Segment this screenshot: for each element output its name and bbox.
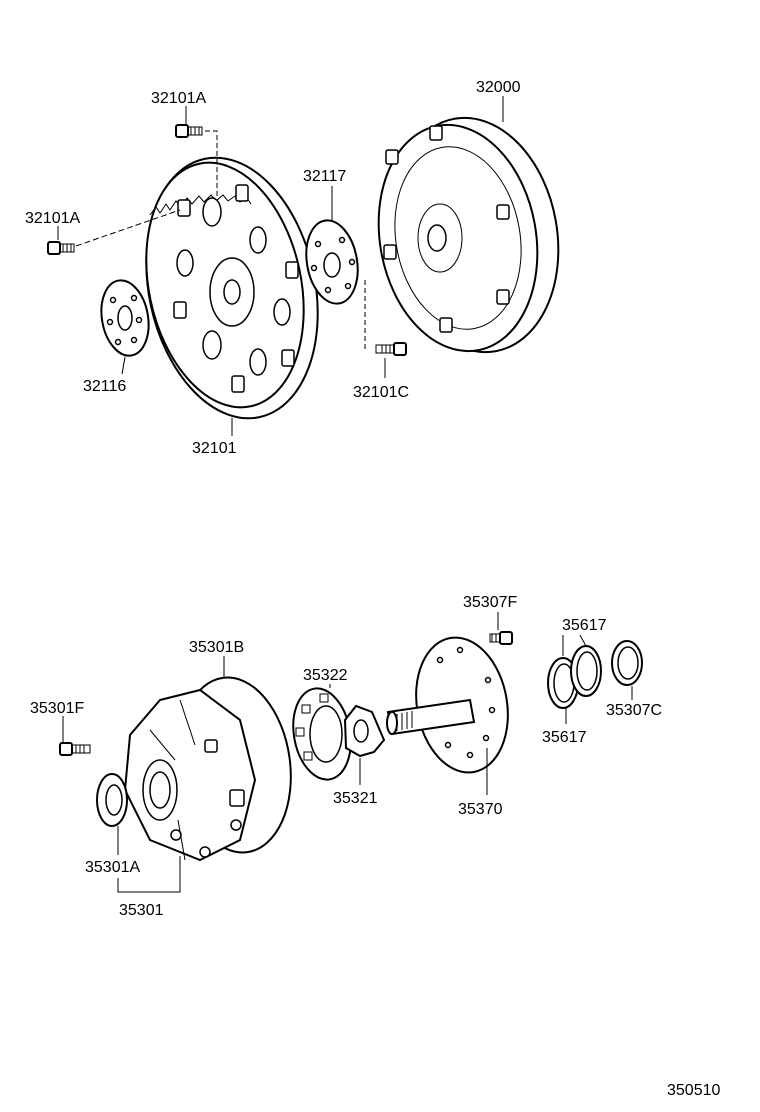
- oil-seal-35301A: [96, 773, 128, 827]
- label-32101A-top: 32101A: [151, 90, 206, 107]
- bolt-32101A-top: [175, 124, 203, 138]
- dashed-32101A-top: [205, 130, 218, 196]
- label-35307C: 35307C: [606, 702, 662, 719]
- torque-converter-32000: [377, 116, 560, 354]
- label-32000: 32000: [476, 79, 521, 96]
- bolt-32101A-left: [47, 241, 75, 255]
- label-35617-top: 35617: [562, 617, 607, 634]
- label-32117: 32117: [303, 168, 346, 185]
- label-35301: 35301: [119, 902, 164, 919]
- leader-35617-top: [562, 634, 587, 656]
- label-35322: 35322: [303, 667, 348, 684]
- spacer-plate-32116: [100, 279, 150, 357]
- leader-32116: [121, 356, 126, 375]
- drive-gear-35321: [343, 704, 386, 758]
- label-32101: 32101: [192, 440, 237, 457]
- bracket-35301: [117, 856, 181, 893]
- label-32101C: 32101C: [353, 384, 409, 401]
- label-32101A-left: 32101A: [25, 210, 80, 227]
- spacer-plate-32117: [305, 219, 359, 305]
- pump-cover-35370: [386, 636, 509, 774]
- drive-plate-32101: [145, 156, 319, 420]
- thrust-washer-35307C: [611, 640, 643, 686]
- dashed-32101A-left: [75, 209, 181, 247]
- bolt-35307F: [489, 631, 513, 645]
- seal-ring-35617-b: [570, 645, 602, 697]
- oil-pump-body-35301B: [123, 676, 292, 862]
- label-35301A: 35301A: [85, 859, 140, 876]
- label-35301B: 35301B: [189, 639, 244, 656]
- driven-gear-35322: [292, 687, 352, 781]
- label-32116: 32116: [83, 378, 126, 395]
- label-35307F: 35307F: [463, 594, 517, 611]
- label-35370: 35370: [458, 801, 503, 818]
- label-35617-bottom: 35617: [542, 729, 587, 746]
- label-35321: 35321: [333, 790, 378, 807]
- bolt-35301F: [59, 742, 91, 756]
- bolt-32101C: [375, 342, 407, 356]
- figure-code: 350510: [667, 1082, 720, 1099]
- label-35301F: 35301F: [30, 700, 84, 717]
